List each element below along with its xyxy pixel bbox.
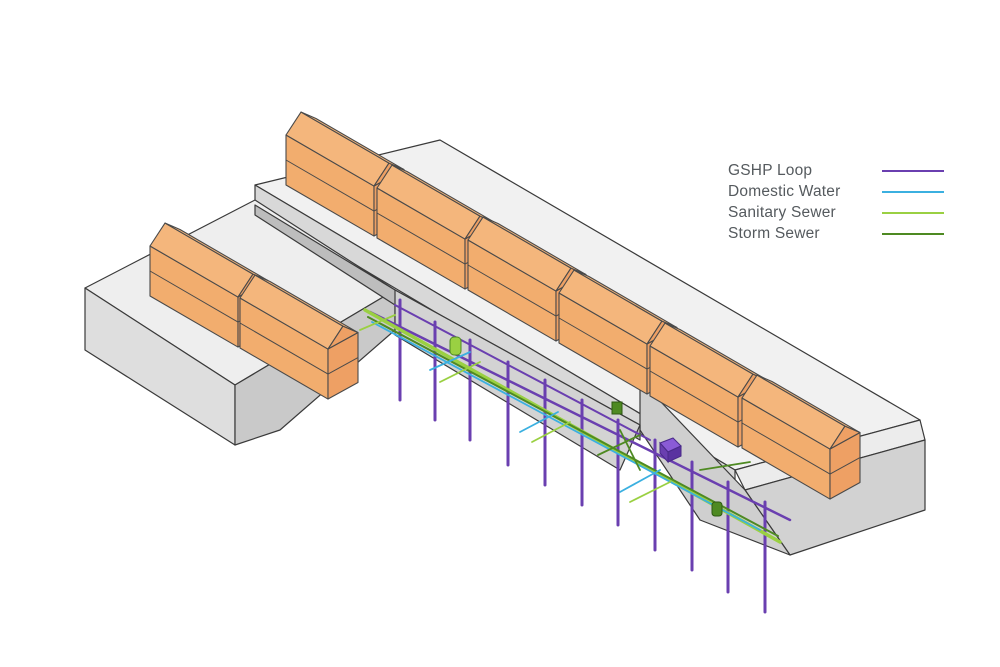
legend-item-sanitary-sewer: Sanitary Sewer	[728, 202, 958, 223]
houses	[149, 111, 861, 500]
legend-swatch	[882, 211, 944, 214]
domestic-water-main	[371, 321, 761, 531]
legend-label: Domestic Water	[728, 182, 841, 200]
legend-swatch	[882, 169, 944, 172]
gshp-main	[368, 310, 792, 522]
pipe-network	[359, 298, 792, 614]
house	[239, 274, 359, 400]
water-tank-icon	[711, 501, 723, 517]
branch-laterals	[359, 314, 751, 503]
gshp-wells	[398, 298, 767, 614]
trench-inner-wall	[394, 289, 641, 471]
heat-pump-icon	[659, 437, 682, 464]
storm-sewer-main	[367, 316, 779, 537]
pump-unit-icon	[611, 401, 623, 415]
house	[741, 374, 861, 500]
legend-label: GSHP Loop	[728, 161, 813, 179]
legend-item-storm-sewer: Storm Sewer	[728, 223, 958, 244]
legend-label: Storm Sewer	[728, 224, 820, 242]
legend: GSHP Loop Domestic Water Sanitary Sewer …	[728, 160, 958, 244]
legend-swatch	[882, 190, 944, 193]
water-tank-icon	[449, 336, 462, 356]
house	[376, 164, 496, 290]
legend-label: Sanitary Sewer	[728, 203, 836, 221]
legend-swatch	[882, 232, 944, 235]
legend-item-domestic-water: Domestic Water	[728, 181, 958, 202]
legend-item-gshp-loop: GSHP Loop	[728, 160, 958, 181]
